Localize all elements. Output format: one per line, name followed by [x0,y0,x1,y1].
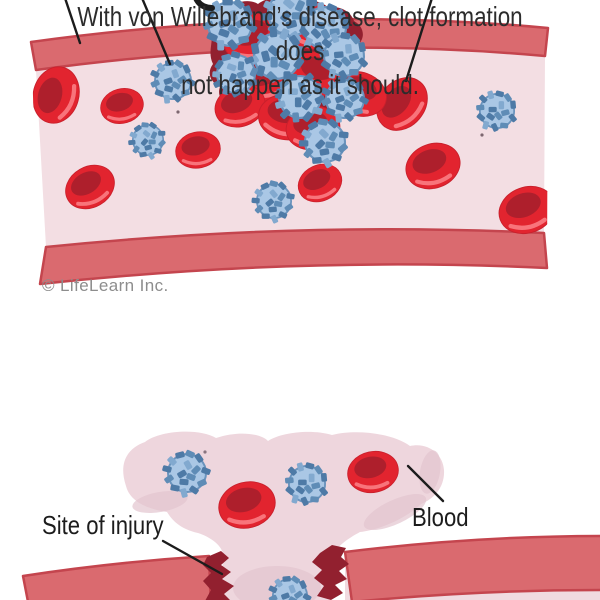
site-of-injury-label: Site of injury [42,510,164,540]
leader-line-platelet [141,0,172,66]
top-figure-vessel [27,0,562,286]
caption: With von Willebrand’s disease, clot form… [60,0,540,102]
leader-line-site-of-injury [161,539,224,576]
injury-edge-right [312,545,349,600]
vessel-wall-bottom [38,227,549,286]
vessel-wall-right-segment [343,534,600,600]
caption-line-1: With von Willebrand’s disease, clot form… [77,1,523,66]
blood-label: Blood [412,502,469,532]
copyright-text: © LifeLearn Inc. [42,276,169,295]
injury-edge-left [203,551,234,600]
speck [480,133,484,137]
leader-line-vessel-wall [64,0,82,45]
clot [193,0,393,176]
escaped-cells [160,444,405,600]
leader-line-red-blood-cell [404,0,433,83]
free-cells [27,53,562,241]
bottom-figure-vessel [21,431,600,600]
caption-line-2: not happen as it should. [181,69,419,100]
leader-line-clot-arrow-tail [193,0,215,11]
injury-edges [203,545,349,600]
leader-line-blood [406,464,445,503]
speck [203,450,207,454]
vessel-wall-left-segment [21,554,212,600]
speck [176,110,180,114]
